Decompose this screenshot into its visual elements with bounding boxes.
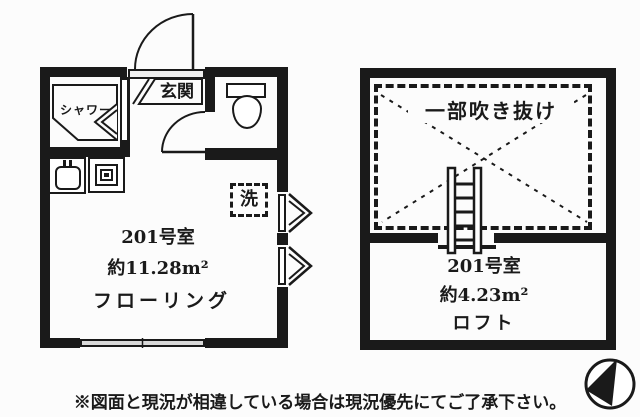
main-room-name: 201号室 [121,227,195,248]
toilet-door-swing-icon [161,111,206,153]
shower-door-track [122,80,127,140]
loft-wall-top [360,68,616,78]
loft-divider-right [494,233,606,243]
entrance-door-swing-icon [134,13,194,70]
shower-wall-bottom [40,147,130,157]
entrance-label: 玄関 [160,82,194,102]
kitchen-tap-icon [63,160,66,168]
disclaimer-text: ※図面と現況が相違している場合は現況優先にてご了承下さい。 [73,393,567,413]
window-chevron-icon [288,253,306,280]
shower-label: シャワー [59,103,112,117]
toilet-wall-bottom [205,148,288,160]
loft-wall-bottom [360,340,616,350]
loft-room-label: ロフト [452,313,516,334]
kitchen-tap-icon [69,160,72,166]
window-chevron-icon [288,246,313,286]
window-opening-2 [277,245,288,287]
window-opening-bottom [80,338,205,348]
void-dashed-rect [374,84,592,230]
entrance-sill [128,69,205,79]
main-room-finish: フローリング [92,290,231,312]
washer-box [230,183,268,217]
main-wall-top-left [40,67,127,77]
window-chevron-icon [288,193,313,233]
genkan-step-edge [132,78,150,105]
toilet-wall-left [205,77,215,112]
loft-wall-right [606,68,616,350]
stove-center-dot [104,173,109,177]
loft-divider-left [370,233,438,243]
window-opening-1 [277,192,288,233]
toilet-bowl-icon [232,95,262,129]
main-wall-left [40,67,50,348]
loft-room-name: 201号室 [447,256,521,277]
laundry-label: 洗 [240,189,258,210]
main-wall-top-right [205,67,288,77]
kitchen-sink-basin [55,166,81,190]
loft-room-area: 約4.23m² [439,285,529,306]
window-chevron-icon [288,200,306,226]
main-room-area: 約11.28m² [107,258,209,279]
void-label: 一部吹き抜け [408,99,574,123]
loft-wall-left [360,68,370,350]
